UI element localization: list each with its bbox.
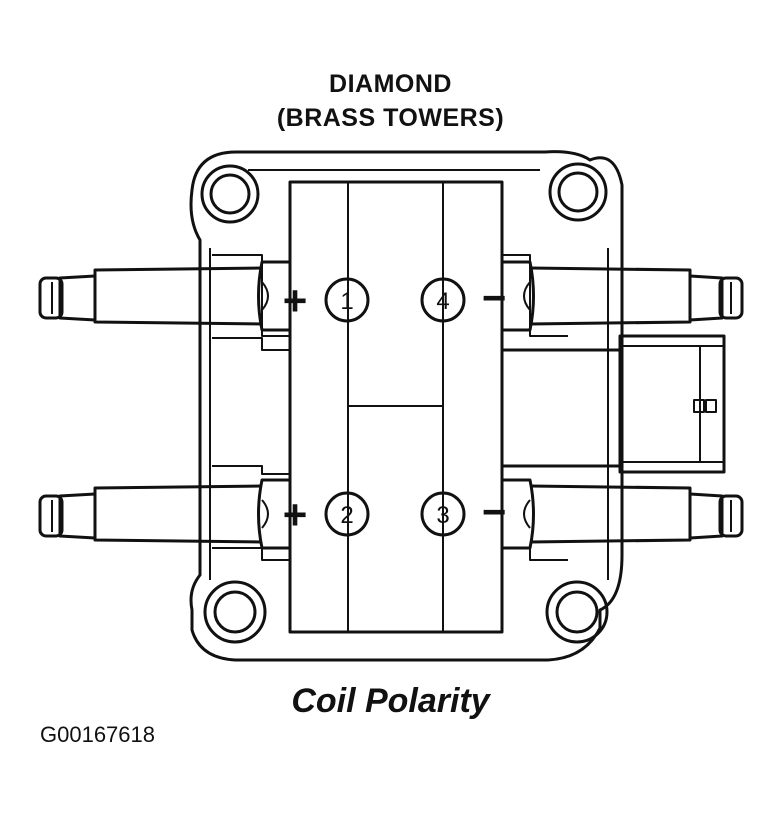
terminal-circle-2 [324, 491, 370, 537]
figure-caption: Coil Polarity [291, 682, 490, 720]
polarity-sign-3: − [482, 488, 507, 535]
coil-housing-outline [189, 150, 624, 662]
mount-hole-top-right [548, 162, 608, 222]
header-line-1: DIAMOND [329, 70, 452, 98]
terminal-circle-3 [420, 491, 466, 537]
spark-boot-left-lower [38, 478, 290, 550]
housing-inner-ledge [209, 169, 609, 580]
terminal-number-1: 1 [340, 288, 353, 315]
mount-hole-bottom-left [203, 580, 267, 644]
left-bracket-lower [212, 465, 290, 561]
terminal-number-2: 2 [340, 502, 353, 529]
mount-hole-bottom-right [545, 580, 609, 644]
mount-hole-top-left [200, 164, 260, 224]
tower-block [288, 180, 504, 634]
terminal-circle-1 [324, 277, 370, 323]
spark-boot-right-upper [502, 260, 744, 332]
terminal-circle-4 [420, 277, 466, 323]
polarity-sign-4: − [482, 274, 507, 321]
header-line-2: (BRASS TOWERS) [276, 104, 505, 132]
spark-boot-left-upper [38, 260, 290, 332]
polarity-sign-1: + [283, 277, 308, 324]
terminal-number-3: 3 [436, 502, 449, 529]
electrical-connector [502, 334, 726, 474]
terminal-number-4: 4 [436, 288, 449, 315]
polarity-sign-2: + [283, 491, 308, 538]
figure-code: G00167618 [40, 722, 155, 747]
left-bracket-upper [212, 254, 290, 351]
spark-boot-right-lower [502, 478, 744, 550]
